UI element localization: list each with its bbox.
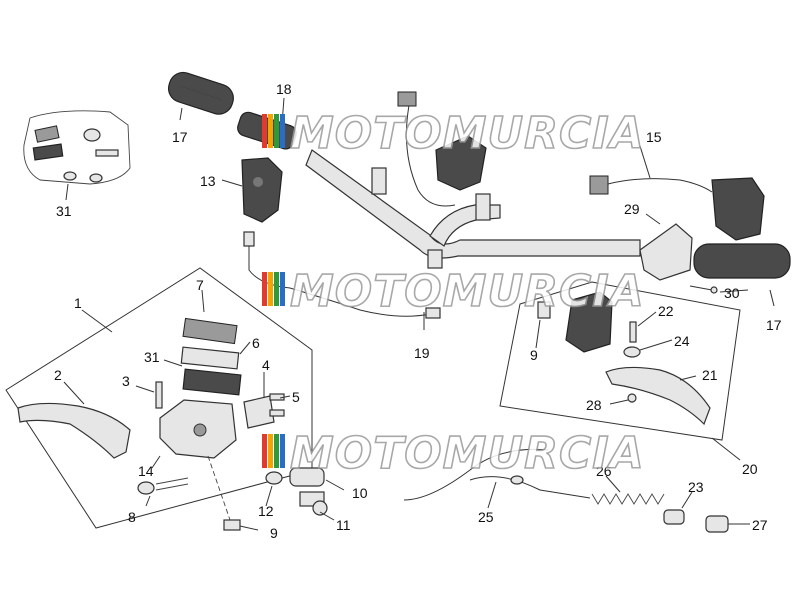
label-5: 5: [292, 389, 300, 405]
label-17-left: 17: [172, 129, 188, 145]
label-23: 23: [688, 479, 704, 495]
watermark-text-top: MOTOMURCIA: [290, 108, 645, 159]
label-21: 21: [702, 367, 718, 383]
label-30: 30: [724, 285, 740, 301]
right-grip: [693, 243, 791, 279]
fitting-23: [663, 509, 685, 525]
watermark-middle: MOTOMURCIA: [262, 265, 645, 318]
spring-8: [137, 477, 189, 495]
reservoir-parts: [180, 317, 242, 396]
label-9-right: 9: [530, 347, 538, 363]
label-13: 13: [200, 173, 216, 189]
label-3: 3: [122, 373, 130, 389]
label-15: 15: [646, 129, 662, 145]
left-lever: [17, 402, 131, 459]
inset-part-31: [23, 110, 131, 185]
switch-9-right: [537, 301, 551, 319]
cable-19: [289, 287, 441, 319]
label-14: 14: [138, 463, 154, 479]
label-8: 8: [128, 509, 136, 525]
leader-lines: [63, 97, 775, 531]
label-12: 12: [258, 503, 274, 519]
label-17-right: 17: [766, 317, 782, 333]
label-10: 10: [352, 485, 368, 501]
label-26: 26: [596, 463, 612, 479]
label-6: 6: [252, 335, 260, 351]
label-4: 4: [262, 357, 270, 373]
bushing-24: [623, 346, 641, 358]
right-lever-21: [605, 366, 711, 426]
label-22: 22: [658, 303, 674, 319]
switch-cover: [639, 223, 693, 281]
left-grip: [167, 71, 234, 115]
label-18: 18: [276, 81, 292, 97]
label-27: 27: [752, 517, 768, 533]
left-switch-housing: [241, 157, 283, 223]
label-9-lower: 9: [270, 525, 278, 541]
right-switch-housing: [589, 175, 765, 241]
bolt-11: [299, 491, 328, 516]
cable-25: [403, 448, 591, 501]
assembly-box-20: [499, 281, 741, 441]
label-2: 2: [54, 367, 62, 383]
label-7: 7: [196, 277, 204, 293]
center-switch-housing: [397, 91, 487, 207]
label-1: 1: [74, 295, 82, 311]
watermark-top: MOTOMURCIA: [262, 107, 645, 160]
label-20: 20: [742, 461, 758, 477]
label-29: 29: [624, 201, 640, 217]
nut-28: [627, 393, 637, 403]
label-11: 11: [336, 517, 351, 533]
handlebar-tube: [305, 149, 641, 269]
spring-26: [591, 493, 665, 505]
label-19: 19: [414, 345, 430, 361]
label-24: 24: [674, 333, 690, 349]
fitting-27: [705, 515, 729, 533]
watermark-bottom: MOTOMURCIA: [262, 427, 645, 480]
fitting-10-12: [265, 467, 325, 487]
part-labels: 17 18 13 15 29 30 17 19 31 1 7 6 31 2 3 …: [54, 81, 782, 541]
assembly-box-1: [5, 267, 313, 529]
label-31-box: 31: [144, 349, 160, 365]
switch-9-lower: [207, 455, 241, 531]
label-28: 28: [586, 397, 602, 413]
watermark-text-bottom: MOTOMURCIA: [290, 428, 645, 479]
screw-30: [689, 285, 718, 294]
screw-3: [155, 381, 163, 409]
right-pump-body: [565, 291, 613, 353]
master-cylinder: [159, 395, 275, 459]
pin-22: [629, 321, 637, 343]
watermark-text-middle: MOTOMURCIA: [290, 266, 645, 317]
label-31-top: 31: [56, 203, 72, 219]
label-25: 25: [478, 509, 494, 525]
